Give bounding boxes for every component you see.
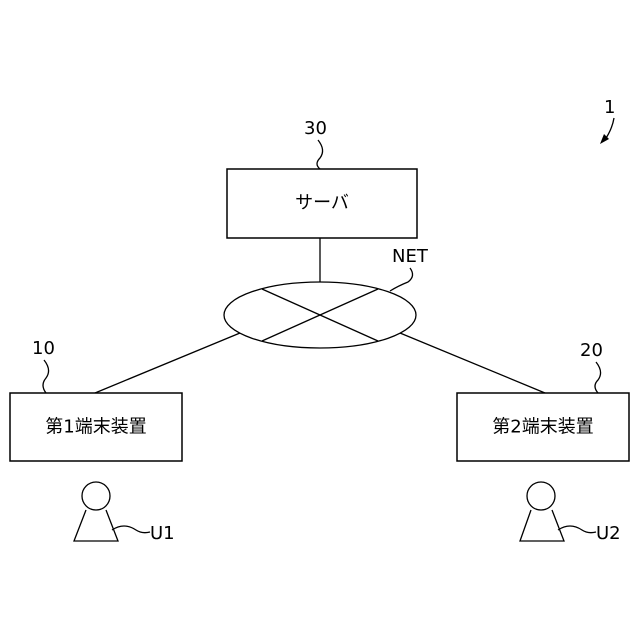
user-2-leader <box>558 526 596 533</box>
server-ref: 30 <box>304 118 327 139</box>
server-ref-leader <box>317 140 323 169</box>
user-2-person-icon <box>520 482 564 541</box>
terminal-1-ref-leader <box>43 360 49 393</box>
terminal-2-ref-leader <box>595 362 601 393</box>
terminal-2-label: 第2端末装置 <box>492 417 593 438</box>
net-terminal1-link <box>95 333 240 393</box>
user-1-person-icon <box>74 482 118 541</box>
user-1-leader <box>112 526 150 533</box>
user-2-label: U2 <box>596 523 621 544</box>
terminal-2-ref: 20 <box>580 340 603 361</box>
network-ref-leader <box>390 268 413 291</box>
terminal-1-label: 第1端末装置 <box>45 417 146 438</box>
figure-ref-label: 1 <box>604 97 615 118</box>
network-label: NET <box>392 246 429 267</box>
terminal-1-ref: 10 <box>32 338 55 359</box>
user-1-label: U1 <box>150 523 175 544</box>
server-label: サーバ <box>295 193 349 214</box>
net-terminal2-link <box>400 333 545 393</box>
